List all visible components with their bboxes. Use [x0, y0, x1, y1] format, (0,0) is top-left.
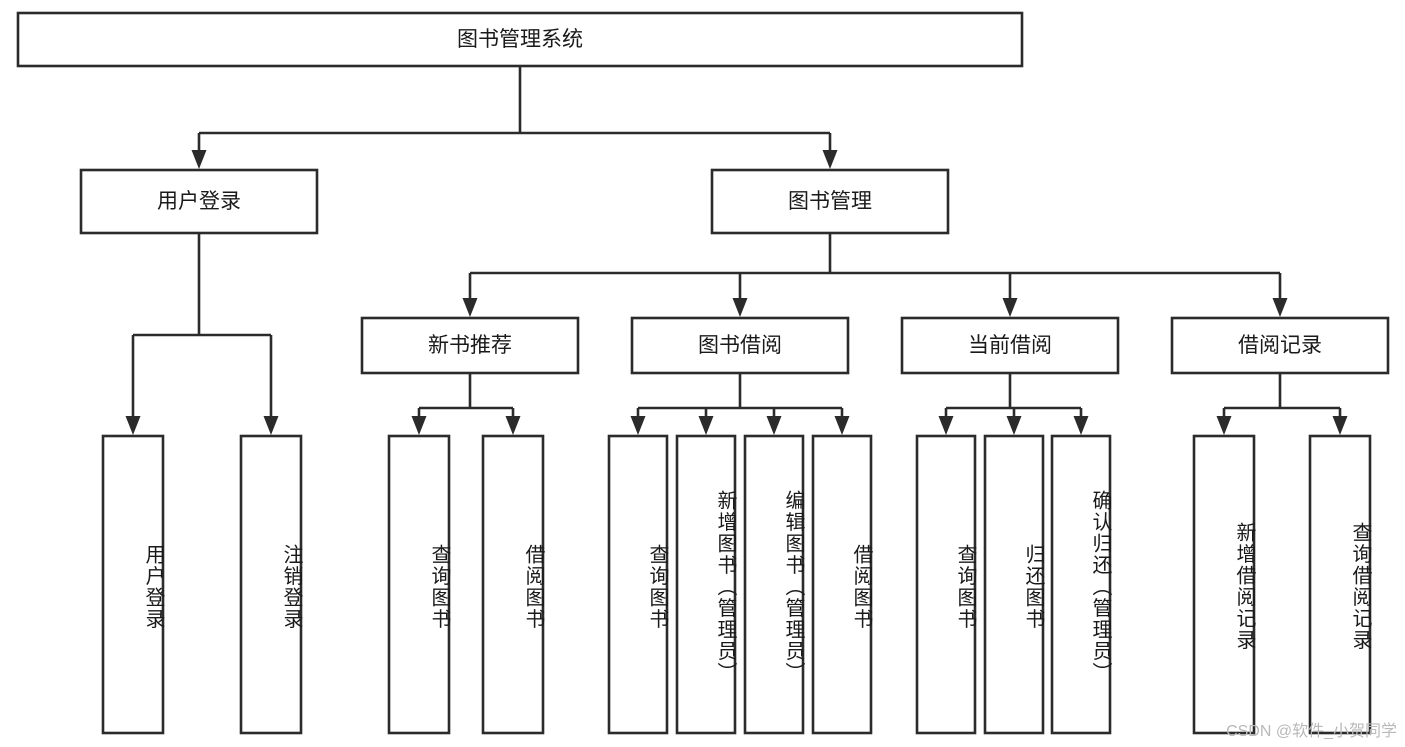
- node-new-book-recommend[interactable]: 新书推荐: [360, 316, 580, 375]
- node-book-management-box[interactable]: [710, 168, 950, 235]
- arrow-head-icon: [263, 416, 279, 435]
- arrow-head-icon: [630, 416, 646, 435]
- arrow-head-icon: [411, 416, 427, 435]
- node-user-login-box[interactable]: [79, 168, 319, 235]
- node-root-label: 图书管理系统: [457, 28, 583, 51]
- node-new-book-recommend-box[interactable]: [360, 316, 580, 375]
- arrow-head-icon: [1216, 416, 1232, 435]
- arrow-head-icon: [191, 150, 207, 169]
- node-current-borrow[interactable]: 当前借阅: [900, 316, 1120, 375]
- arrow-head-icon: [1006, 416, 1022, 435]
- node-book-borrow-box[interactable]: [630, 316, 850, 375]
- arrow-head-icon: [505, 416, 521, 435]
- arrow-head-icon: [938, 416, 954, 435]
- leaf-4-box[interactable]: [607, 434, 669, 735]
- node-root-box[interactable]: [16, 11, 1024, 68]
- leaf-3-box[interactable]: [481, 434, 545, 735]
- leaf-8-box[interactable]: [915, 434, 977, 735]
- arrow-head-icon: [1073, 416, 1089, 435]
- arrow-head-icon: [1002, 298, 1018, 317]
- node-user-login[interactable]: 用户登录: [79, 168, 319, 235]
- node-new-book-recommend-label: 新书推荐: [428, 334, 512, 357]
- edges-layer: [125, 66, 1348, 435]
- arrow-head-icon: [1272, 298, 1288, 317]
- leaf-5-box[interactable]: [675, 434, 737, 735]
- node-user-login-label: 用户登录: [157, 190, 241, 213]
- leaf-6-box[interactable]: [743, 434, 805, 735]
- watermark-text: CSDN @软件_小贺同学: [1226, 723, 1397, 740]
- node-book-borrow-label: 图书借阅: [698, 334, 782, 357]
- node-current-borrow-box[interactable]: [900, 316, 1120, 375]
- arrow-head-icon: [1332, 416, 1348, 435]
- leaf-10-box[interactable]: [1050, 434, 1112, 735]
- arrow-head-icon: [698, 416, 714, 435]
- node-book-borrow[interactable]: 图书借阅: [630, 316, 850, 375]
- arrow-head-icon: [834, 416, 850, 435]
- node-book-management[interactable]: 图书管理: [710, 168, 950, 235]
- arrow-head-icon: [732, 298, 748, 317]
- node-borrow-records[interactable]: 借阅记录: [1170, 316, 1390, 375]
- node-root[interactable]: 图书管理系统: [16, 11, 1024, 68]
- leaf-1-box[interactable]: [239, 434, 303, 735]
- arrow-head-icon: [125, 416, 141, 435]
- leaf-11-box[interactable]: [1192, 434, 1256, 735]
- node-current-borrow-label: 当前借阅: [968, 334, 1052, 357]
- arrow-head-icon: [822, 150, 838, 169]
- leaf-12-box[interactable]: [1308, 434, 1372, 735]
- node-borrow-records-label: 借阅记录: [1238, 334, 1322, 357]
- leaf-0-box[interactable]: [101, 434, 165, 735]
- arrow-head-icon: [462, 298, 478, 317]
- node-book-management-label: 图书管理: [788, 190, 872, 213]
- arrow-head-icon: [766, 416, 782, 435]
- leaf-7-box[interactable]: [811, 434, 873, 735]
- leaf-2-box[interactable]: [387, 434, 451, 735]
- node-borrow-records-box[interactable]: [1170, 316, 1390, 375]
- leaf-9-box[interactable]: [983, 434, 1045, 735]
